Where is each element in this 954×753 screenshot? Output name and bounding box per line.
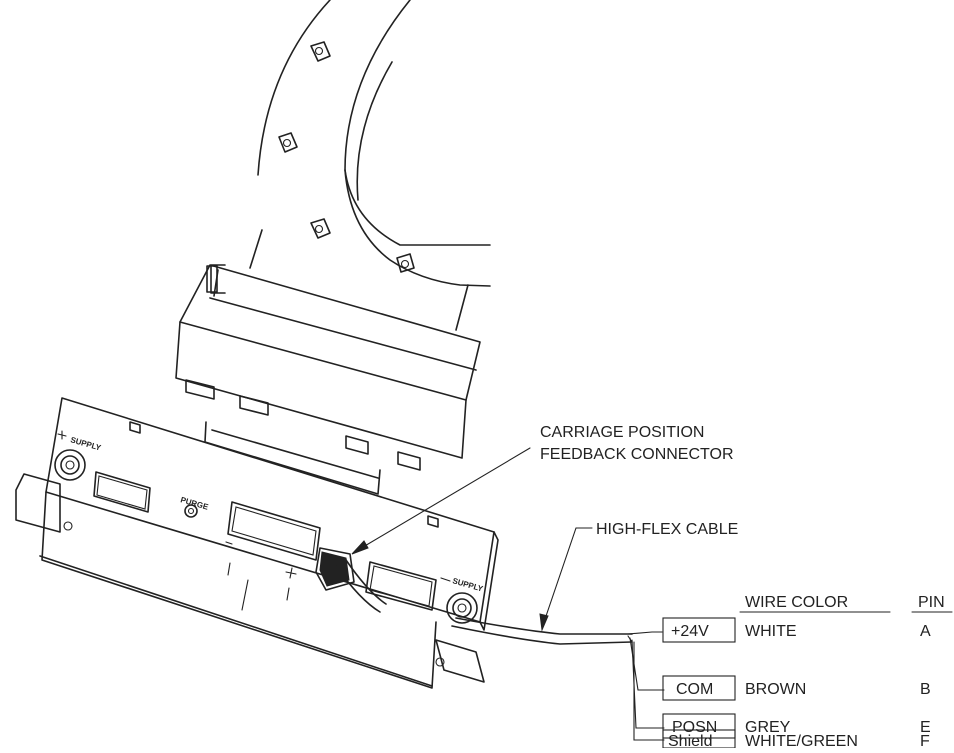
wire-row-4: Shield WHITE/GREEN F — [662, 729, 930, 750]
wire-color: GREY — [745, 719, 791, 736]
controller-panel: SUPPLY PURGE SUPPLY — [15, 397, 499, 689]
ring-bolt — [310, 41, 331, 62]
connector-callout-line1: CARRIAGE POSITION — [540, 424, 704, 441]
signal-box — [662, 713, 736, 739]
ring-bolt — [310, 218, 331, 239]
ring-bolt — [396, 253, 415, 273]
signal-label: +24V — [671, 623, 709, 640]
pin-letter: B — [920, 681, 931, 698]
signal-label: POSN — [672, 719, 717, 736]
signal-box — [662, 617, 736, 643]
carriage-block — [175, 229, 481, 495]
pin-letter: E — [920, 719, 931, 736]
wire-row-2: COM BROWN B — [662, 675, 931, 701]
wire-color: BROWN — [745, 681, 806, 698]
wire-row-1: +24V WHITE A — [662, 617, 931, 643]
pin-letter: F — [920, 733, 930, 748]
purge-label: PURGE — [179, 495, 209, 512]
supply-fitting-left — [54, 449, 86, 481]
signal-label: COM — [676, 681, 713, 698]
supply-right-arrow-icon — [440, 577, 451, 582]
wire-fanout — [627, 631, 665, 741]
wire-row-3: POSN GREY E — [662, 713, 931, 739]
cable-callout: HIGH-FLEX CABLE — [596, 521, 738, 538]
ring-bearing — [257, 0, 491, 287]
supply-right-label: SUPPLY — [451, 576, 484, 593]
high-flex-cable — [451, 617, 633, 645]
supply-fitting-right — [446, 592, 478, 624]
wire-color-header: WIRE COLOR — [745, 594, 848, 611]
connector-callout-line2: FEEDBACK CONNECTOR — [540, 446, 734, 463]
wire-color: WHITE — [745, 623, 797, 640]
cable-leader — [539, 527, 593, 632]
signal-box — [662, 675, 736, 701]
pin-header: PIN — [918, 594, 945, 611]
wire-color: WHITE/GREEN — [745, 733, 858, 748]
connector-leader — [351, 447, 531, 555]
supply-left-arrow-icon — [57, 430, 67, 440]
feedback-connector — [315, 547, 387, 613]
ring-bolt — [278, 132, 298, 153]
signal-label: Shield — [668, 733, 712, 748]
pin-letter: A — [920, 623, 931, 640]
